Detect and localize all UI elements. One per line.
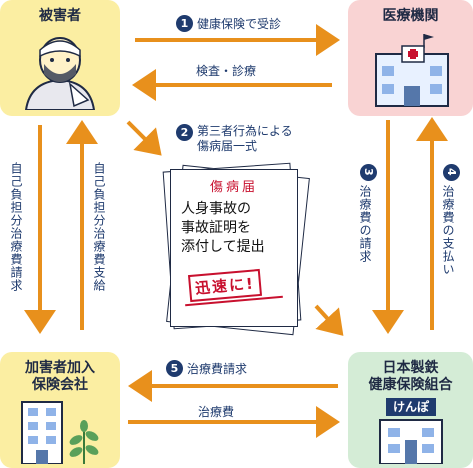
arrow-document-to-union xyxy=(314,304,344,336)
step-1-label: 1 健康保険で受診 xyxy=(176,15,281,32)
urgent-stamp: 迅速に! xyxy=(187,268,262,303)
step-3-label: 3 治療費の請求 xyxy=(358,164,377,263)
exam-label: 検査・診療 xyxy=(196,64,257,78)
office-building-icon xyxy=(21,401,99,464)
step-1-text: 健康保険で受診 xyxy=(197,17,282,31)
step-4-label: 4 治療費の支払い xyxy=(441,164,460,276)
step-1-number: 1 xyxy=(176,15,193,32)
step-5-number: 5 xyxy=(166,360,183,377)
union-sign-text: けんぽ xyxy=(392,400,429,414)
step-4-text: 治療費の支払い xyxy=(441,185,455,276)
step-4-number: 4 xyxy=(443,164,460,181)
injured-person-icon xyxy=(24,37,96,110)
union-sign: けんぽ xyxy=(386,398,436,416)
union-building-icon xyxy=(379,419,443,464)
document-stack: 傷病届 人身事故の 事故証明を 添付して提出 迅速に! xyxy=(160,162,310,336)
step-5-label: 5 治療費請求 xyxy=(166,360,247,377)
hospital-building-icon xyxy=(375,34,449,107)
document-body: 人身事故の 事故証明を 添付して提出 xyxy=(181,201,265,255)
victim-box: 被害者 xyxy=(0,0,120,116)
insurer-box: 加害者加入 保険会社 xyxy=(0,352,120,468)
document-sheet-front: 傷病届 人身事故の 事故証明を 添付して提出 迅速に! xyxy=(170,169,298,327)
arrow-victim-to-document xyxy=(126,120,162,156)
union-box: 日本製鉄 健康保険組合 けんぽ xyxy=(348,352,473,468)
insurer-title: 加害者加入 保険会社 xyxy=(25,360,95,393)
step-3-text: 治療費の請求 xyxy=(358,185,372,263)
document-heading: 傷病届 xyxy=(209,180,258,195)
step-2-number: 2 xyxy=(176,124,193,141)
left-down-label: 自己負担分治療費請求 xyxy=(9,162,23,292)
step-3-number: 3 xyxy=(360,164,377,181)
victim-title: 被害者 xyxy=(39,8,81,24)
medical-box: 医療機関 xyxy=(348,0,473,116)
union-title: 日本製鉄 健康保険組合 xyxy=(368,360,453,393)
step-2-text: 第三者行為による 傷病届一式 xyxy=(197,124,293,153)
left-up-label: 自己負担分治療費支給 xyxy=(92,162,106,292)
step-5-text: 治療費請求 xyxy=(187,362,248,376)
fee-label: 治療費 xyxy=(198,405,235,419)
medical-title: 医療機関 xyxy=(382,8,439,24)
